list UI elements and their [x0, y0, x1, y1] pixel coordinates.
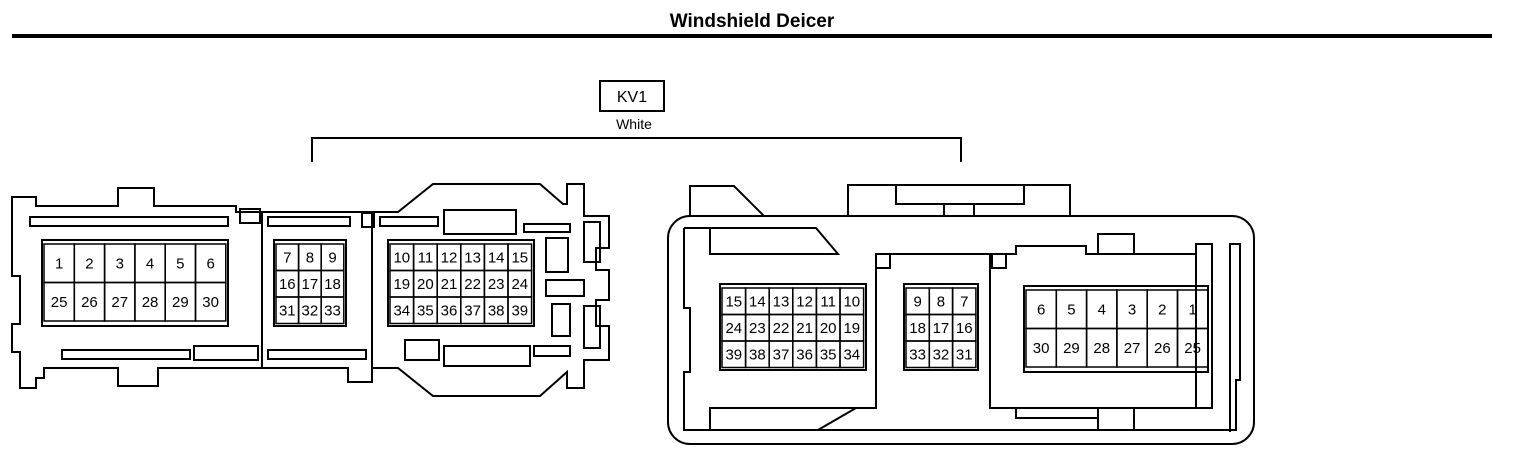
pin-cavity — [508, 297, 532, 324]
pin-number: 37 — [464, 302, 481, 319]
pin-number: 4 — [146, 255, 154, 272]
pin-number: 10 — [393, 249, 410, 266]
connector-color: White — [616, 116, 652, 132]
pin-number: 22 — [464, 276, 481, 293]
pin-cavity — [953, 341, 976, 368]
pin-number: 12 — [796, 293, 813, 310]
pin-number: 10 — [843, 293, 860, 310]
pin-number: 32 — [302, 302, 319, 319]
pin-number: 30 — [202, 294, 219, 311]
right-connector-outline — [668, 216, 1254, 444]
pin-number: 5 — [176, 255, 184, 272]
pin-number: 6 — [206, 255, 214, 272]
pin-number: 24 — [725, 320, 742, 337]
connector-id: KV1 — [617, 89, 647, 106]
pin-number: 21 — [796, 320, 813, 337]
pin-number: 7 — [960, 293, 968, 310]
connector-bracket — [312, 138, 961, 162]
pin-number: 11 — [820, 293, 836, 310]
pin-number: 1 — [1188, 301, 1196, 318]
pin-number: 25 — [51, 294, 68, 311]
pin-number: 20 — [820, 320, 837, 337]
pin-number: 26 — [1154, 340, 1171, 357]
pin-number: 17 — [302, 276, 319, 293]
pin-number: 32 — [933, 346, 950, 363]
pin-number: 19 — [843, 320, 860, 337]
pin-number: 17 — [933, 320, 950, 337]
pin-cavity — [321, 297, 344, 324]
pin-number: 2 — [1158, 301, 1166, 318]
pin-number: 24 — [511, 276, 528, 293]
pin-cavity — [196, 283, 226, 322]
pin-number: 13 — [773, 293, 790, 310]
pin-number: 16 — [279, 276, 296, 293]
pin-cavity — [1178, 329, 1208, 368]
pin-number: 35 — [417, 302, 434, 319]
pin-number: 36 — [441, 302, 458, 319]
pin-number: 4 — [1098, 301, 1106, 318]
pin-number: 23 — [488, 276, 505, 293]
pin-number: 28 — [1093, 340, 1110, 357]
pin-number: 8 — [306, 249, 314, 266]
pin-number: 34 — [393, 302, 410, 319]
pin-number: 31 — [279, 302, 296, 319]
pin-number: 27 — [111, 294, 128, 311]
pin-number: 15 — [511, 249, 528, 266]
pin-number: 18 — [324, 276, 341, 293]
pin-number: 33 — [909, 346, 926, 363]
pin-number: 28 — [142, 294, 159, 311]
pin-number: 27 — [1124, 340, 1141, 357]
pin-number: 5 — [1067, 301, 1075, 318]
pin-number: 29 — [1063, 340, 1080, 357]
pin-number: 15 — [725, 293, 742, 310]
pin-number: 2 — [85, 255, 93, 272]
pin-number: 9 — [328, 249, 336, 266]
pin-number: 12 — [441, 249, 458, 266]
pin-number: 29 — [172, 294, 189, 311]
pin-number: 37 — [773, 346, 790, 363]
page-title: Windshield Deicer — [670, 11, 835, 32]
pin-number: 11 — [418, 249, 434, 266]
pin-number: 21 — [441, 276, 458, 293]
pin-number: 3 — [1128, 301, 1136, 318]
pin-number: 26 — [81, 294, 98, 311]
pin-number: 39 — [725, 346, 742, 363]
pin-number: 38 — [488, 302, 505, 319]
pin-number: 25 — [1184, 340, 1201, 357]
pin-number: 36 — [796, 346, 813, 363]
pin-number: 14 — [749, 293, 766, 310]
pin-number: 6 — [1037, 301, 1045, 318]
pin-number: 35 — [820, 346, 837, 363]
pin-number: 34 — [843, 346, 860, 363]
pin-number: 30 — [1033, 340, 1050, 357]
pin-number: 8 — [937, 293, 945, 310]
pin-number: 7 — [283, 249, 291, 266]
pin-number: 33 — [324, 302, 341, 319]
pin-number: 22 — [773, 320, 790, 337]
pin-number: 19 — [393, 276, 410, 293]
pin-number: 18 — [909, 320, 926, 337]
pin-number: 23 — [749, 320, 766, 337]
left-connector — [12, 184, 609, 396]
connector-id-box — [600, 81, 664, 111]
pin-number: 16 — [956, 320, 973, 337]
pin-number: 3 — [116, 255, 124, 272]
right-connector — [668, 185, 1254, 444]
pin-number: 9 — [913, 293, 921, 310]
pin-number: 31 — [956, 346, 973, 363]
pin-number: 20 — [417, 276, 434, 293]
pin-number: 13 — [464, 249, 481, 266]
pin-cavity — [840, 341, 864, 368]
pin-number: 1 — [55, 255, 63, 272]
pin-number: 39 — [511, 302, 528, 319]
pin-number: 38 — [749, 346, 766, 363]
pin-number: 14 — [488, 249, 505, 266]
